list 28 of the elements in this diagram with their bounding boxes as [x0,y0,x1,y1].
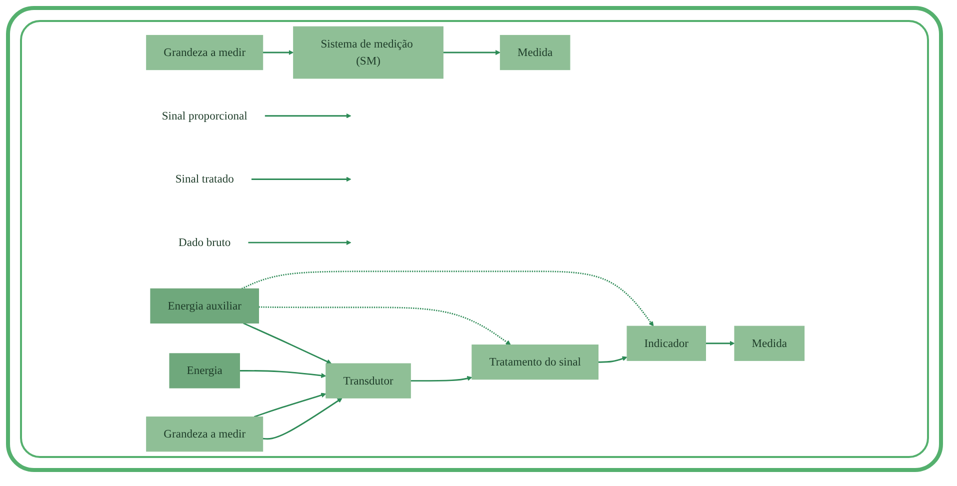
node-box [293,26,444,79]
node-box [472,344,599,380]
node-box [146,34,264,70]
node-box [734,326,805,361]
arrow [262,50,294,56]
node-box [169,353,240,388]
arrow [706,340,735,346]
arrow [248,240,352,246]
arrow [258,306,511,346]
node-box [146,416,264,452]
node-text: Sinal proporcional [162,110,248,122]
arrow [410,376,472,382]
inner-border: Grandeza a medir Sistema de medição (SM) Medida Sinal proporcional Sinal tratado Dado bruto Energia auxiliar Indicador Medida Tratamento do sinal Energia Transdutor Grandeza a medir [20,20,929,458]
node-box [150,288,260,324]
node-box [626,326,706,361]
arrow [262,398,342,440]
arrow [598,356,628,363]
arrow [264,113,352,118]
arrow [240,370,326,378]
arrow [243,322,332,364]
arrow [443,50,500,56]
node-text: Sinal tratado [175,172,234,186]
arrow [242,270,654,326]
node-box [500,34,570,70]
arrow [254,392,326,418]
arrow [251,176,352,182]
node-text: Dado bruto [178,236,231,249]
node-box [326,363,411,398]
